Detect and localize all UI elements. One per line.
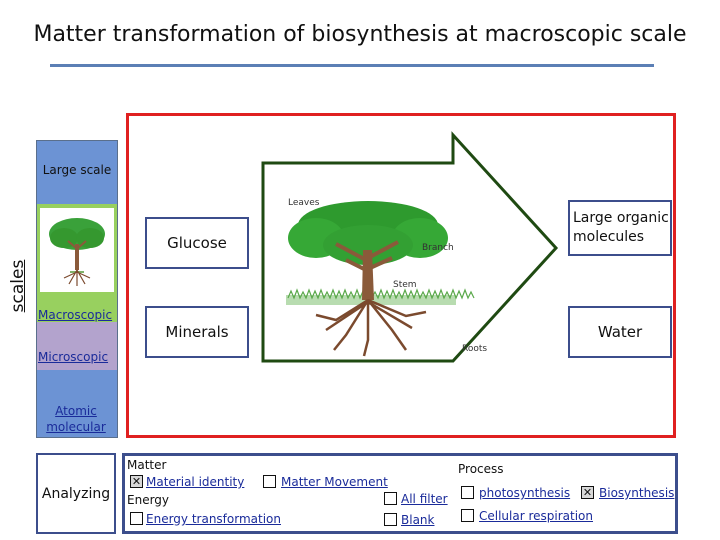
tree-label-branch: Branch — [422, 243, 454, 253]
blank-checkbox[interactable] — [384, 513, 397, 526]
page-title: Matter transformation of biosynthesis at… — [33, 22, 687, 47]
energy-transformation-link[interactable]: Energy transformation — [146, 512, 281, 526]
tree-illustration — [286, 201, 475, 357]
tree-label-stem: Stem — [393, 280, 417, 290]
output-box-water: Water — [568, 306, 672, 358]
input-box-glucose: Glucose — [145, 217, 249, 269]
title-underline — [50, 64, 654, 67]
material-identity-link[interactable]: Material identity — [146, 475, 245, 489]
biosynthesis-checkbox[interactable]: ✕ — [581, 486, 594, 499]
analyzing-panel — [122, 453, 678, 534]
scale-column-border — [36, 140, 118, 438]
scale-band-microscopic — [36, 322, 118, 370]
analyzing-label-box: Analyzing — [36, 453, 116, 534]
scale-band-atomic — [36, 370, 118, 438]
matter-movement-checkbox[interactable] — [263, 475, 276, 488]
analyzing-label: Analyzing — [41, 485, 111, 502]
energy-transformation-checkbox[interactable] — [130, 512, 143, 525]
scale-label-large: Large scale — [42, 163, 112, 177]
matter-movement-link[interactable]: Matter Movement — [281, 475, 388, 489]
scales-axis-label: scales — [8, 259, 28, 313]
all-filter-checkbox[interactable] — [384, 492, 397, 505]
scale-link-macroscopic[interactable]: Macroscopic — [38, 308, 113, 322]
photosynthesis-checkbox[interactable] — [461, 486, 474, 499]
mini-tree-icon — [40, 208, 114, 292]
output-box-large-organic-molecules: Large organic molecules — [568, 200, 672, 256]
energy-heading: Energy — [127, 493, 170, 507]
all-filter-link[interactable]: All filter — [401, 492, 448, 506]
tree-label-leaves: Leaves — [288, 198, 320, 208]
cellular-respiration-link[interactable]: Cellular respiration — [479, 509, 593, 523]
matter-heading: Matter — [127, 458, 167, 472]
material-identity-checkbox[interactable]: ✕ — [130, 475, 143, 488]
input-box-minerals: Minerals — [145, 306, 249, 358]
scale-link-atomic-molecular[interactable]: Atomic molecular — [46, 404, 106, 434]
blank-link[interactable]: Blank — [401, 513, 435, 527]
process-heading: Process — [458, 462, 504, 476]
biosynthesis-link[interactable]: Biosynthesis — [599, 486, 675, 500]
scale-band-large — [36, 140, 118, 204]
macroscopic-frame — [126, 113, 676, 438]
tree-label-roots: Roots — [462, 344, 488, 354]
scale-link-microscopic[interactable]: Microscopic — [38, 350, 109, 364]
photosynthesis-link[interactable]: photosynthesis — [479, 486, 571, 500]
cellular-respiration-checkbox[interactable] — [461, 509, 474, 522]
